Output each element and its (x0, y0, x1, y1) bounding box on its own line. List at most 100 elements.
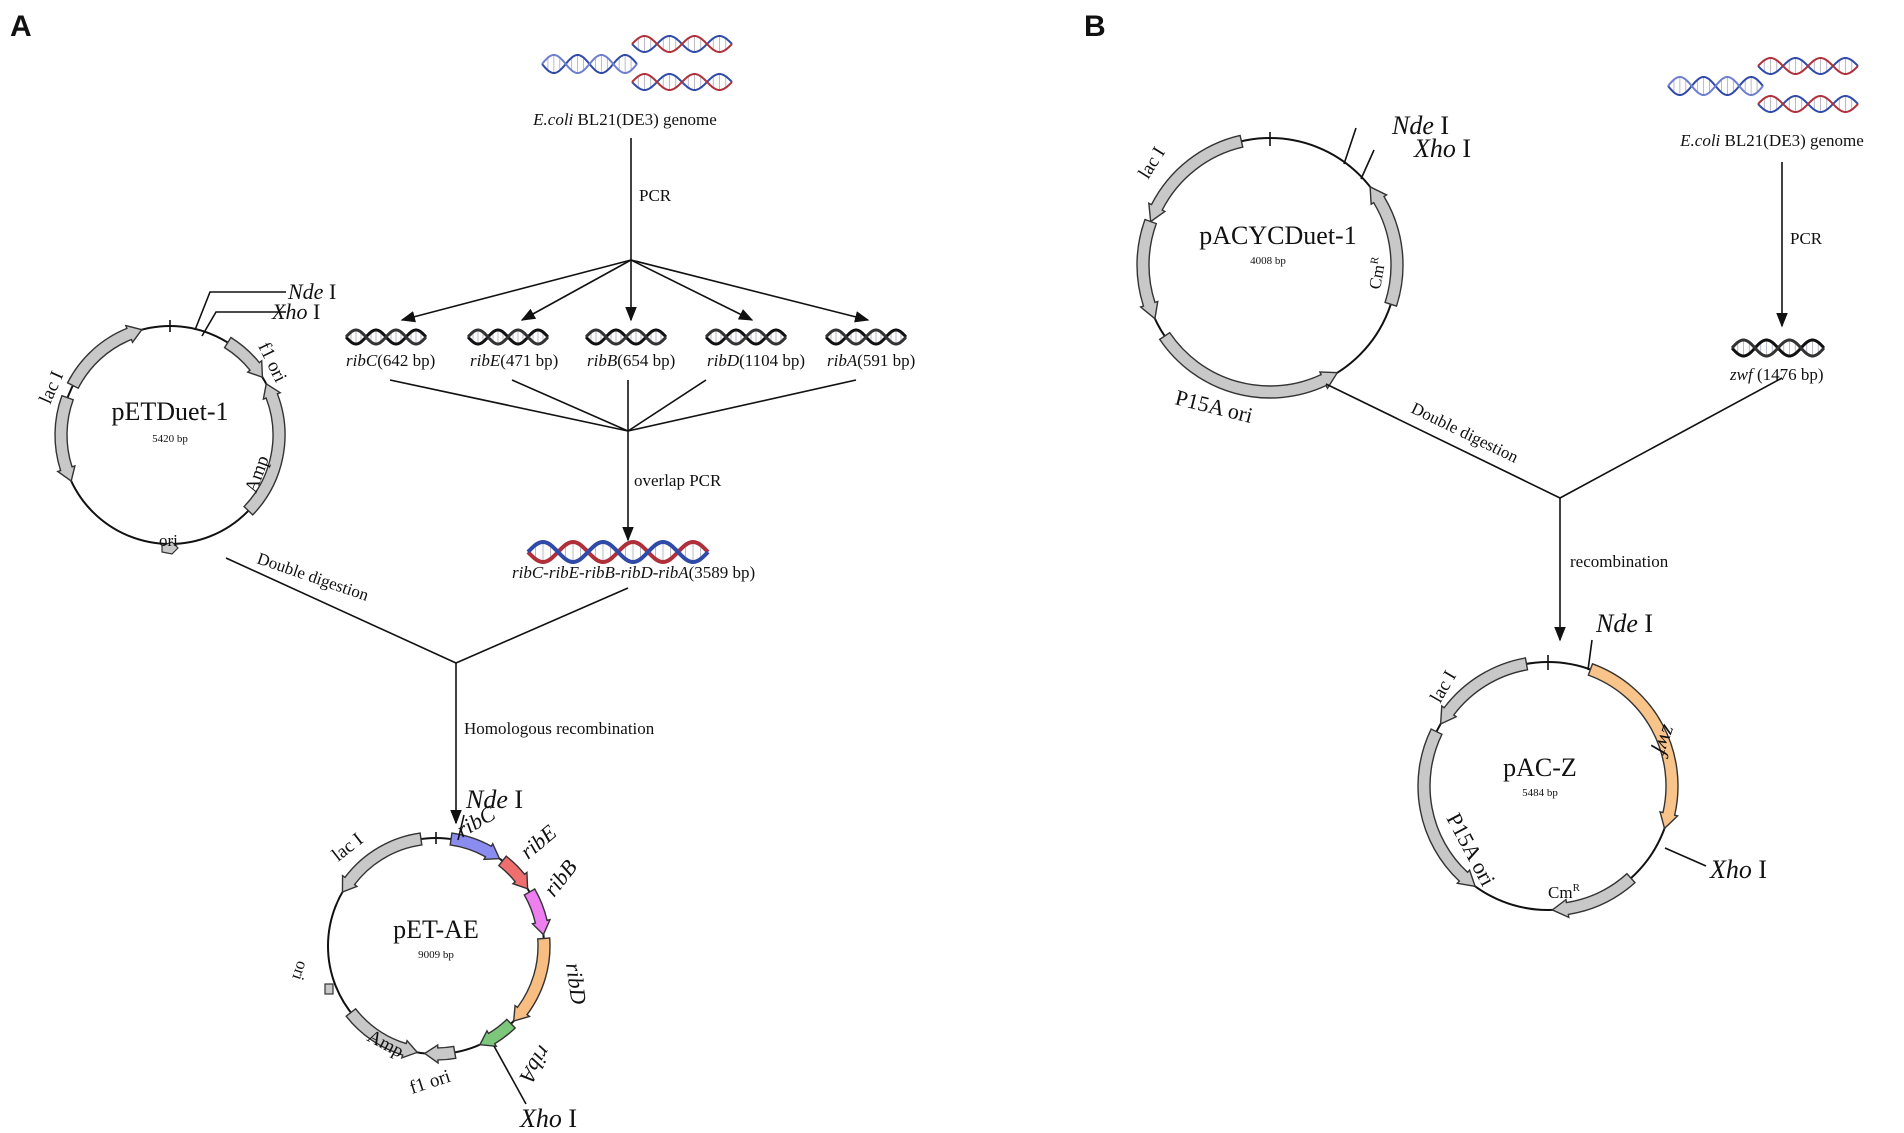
feature-arrow-laci-pac-z (1439, 657, 1529, 726)
digestion-line-a (225, 557, 457, 664)
plasmid-petduet1: Nde I Xho I pETDuet-1 5420 bp lac I f1 o… (35, 279, 336, 555)
feature-ori-a: ori (159, 531, 178, 550)
merge-line-ribc (389, 379, 629, 432)
feature-arrow-laci-pet-ae (341, 832, 423, 894)
feature-ori-pet-ae: ori (288, 959, 312, 983)
plasmid-pac-z: Nde I Xho I pAC-Z 5484 bp lac I zwf P15A… (1417, 609, 1767, 919)
feature-arrow-laci-a-2 (54, 394, 76, 483)
feature-arrow-f1ori-pet-ae (423, 1043, 457, 1065)
feature-riba-pet-ae: ribA (515, 1041, 557, 1088)
panel-a: A E.coli BL21(DE3) genome PCR ribC(642 b… (10, 10, 915, 1133)
plasmid-pac-z-size: 5484 bp (1522, 787, 1558, 799)
genome-label-b: E.coli BL21(DE3) genome (1679, 131, 1864, 150)
site-line-xhoi-pet-ae (493, 1045, 527, 1105)
feature-amp-pet-ae: Amp (364, 1026, 407, 1062)
feature-arrow-f1ori-a (223, 336, 264, 379)
plasmid-pet-ae-size: 9009 bp (418, 949, 454, 961)
feature-ribe-pet-ae: ribE (515, 819, 561, 864)
feature-f1ori-pet-ae: f1 ori (407, 1066, 453, 1099)
feature-arrow-ribe-pet-ae (497, 855, 529, 890)
plasmid-pacycduet1-features (1136, 134, 1404, 399)
helixB-upper-strand-2 (1757, 57, 1859, 75)
site-label-xhoi-b: Xho I (1413, 134, 1471, 163)
gene-fragments-a (344, 328, 908, 346)
feature-arrow-ori-pet-ae (324, 983, 334, 995)
site-label-ndei-b: Nde I (1391, 111, 1449, 140)
operon-label: ribC-ribE-ribB-ribD-ribA(3589 bp) (512, 563, 755, 582)
site-line-xhoi-a (201, 311, 286, 337)
site-label-xhoi-pet-ae: Xho I (519, 1104, 577, 1133)
feature-cm-b: CmR (1364, 255, 1389, 291)
helixA-lower-strand-2 (631, 73, 733, 91)
gene-label-zwf: zwf (1476 bp) (1729, 365, 1824, 384)
merge-line-ribe (511, 379, 629, 432)
plasmid-petduet1-features (54, 324, 286, 555)
gene-label-ribd: ribD(1104 bp) (707, 351, 805, 370)
overlap-pcr-label: overlap PCR (634, 471, 722, 490)
operon-strand-2 (526, 539, 710, 565)
genome-label-a: E.coli BL21(DE3) genome (532, 110, 717, 129)
feature-ribd-pet-ae: ribD (561, 961, 592, 1006)
plasmid-pet-ae-name: pET-AE (393, 915, 479, 944)
feature-arrow-ori-a (161, 541, 179, 555)
gene-fragment-zwf (1730, 338, 1826, 358)
feature-arrow-p15aori-b (1158, 331, 1339, 399)
feature-arrow-laci-b (1147, 134, 1244, 223)
feature-arrow-ribd-pet-ae (512, 937, 551, 1022)
panel-b: B E.coli BL21(DE3) genome PCR zwf (1476 … (1084, 10, 1864, 919)
operon-line-a (455, 587, 629, 664)
panel-b-letter: B (1084, 10, 1106, 43)
plasmid-pet-ae-features (324, 832, 552, 1065)
site-line-ndei-pac-z (1587, 639, 1593, 671)
feature-arrow-zwf-pac-z (1587, 662, 1680, 830)
pcr-arrow-riba (630, 259, 870, 323)
pcr-label-a: PCR (639, 186, 672, 205)
genome-helix-icon-a (541, 35, 733, 91)
merge-line-ribd (627, 379, 707, 432)
feature-arrow-riba-pet-ae (478, 1018, 517, 1048)
genome-helix-icon-b (1667, 57, 1859, 113)
site-line-ndei-b (1343, 127, 1357, 165)
frag-ribd-strand-2 (704, 328, 788, 346)
homologous-recombination-label: Homologous recombination (464, 719, 655, 738)
site-label-ndei-pac-z: Nde I (1595, 609, 1653, 638)
pcr-arrow-ribd (630, 259, 754, 321)
gene-label-riba: ribA(591 bp) (827, 351, 915, 370)
helixA-left-strand-2 (541, 54, 638, 74)
site-line-ndei-pet-ae (457, 814, 465, 841)
plasmid-petduet1-name: pETDuet-1 (112, 397, 229, 426)
digestion-line-b (1325, 383, 1561, 499)
site-label-xhoi-pac-z: Xho I (1709, 855, 1767, 884)
feature-arrow-ribc-pet-ae (449, 832, 501, 861)
pcr-label-b: PCR (1790, 229, 1823, 248)
feature-laci-b: lac I (1134, 143, 1169, 182)
frag-riba-strand-2 (824, 328, 908, 346)
plasmid-pac-z-name: pAC-Z (1503, 753, 1577, 782)
feature-arrow-amp-pet-ae (345, 1007, 419, 1060)
site-line-xhoi-b (1360, 149, 1375, 180)
plasmid-pacycduet1-name: pACYCDuet-1 (1199, 221, 1356, 250)
operon-helix-icon (526, 539, 710, 565)
site-label-xhoi-a: Xho I (271, 299, 320, 324)
feature-arrow-p15aori-pac-z (1417, 728, 1477, 888)
merge-line-riba (627, 379, 857, 432)
feature-arrow-laci-a (66, 324, 143, 390)
plasmid-pac-z-features (1417, 657, 1680, 919)
plasmid-pacycduet1-size: 4008 bp (1250, 255, 1286, 267)
frag-ribe-strand-2 (466, 328, 550, 346)
frag-zwf-strand-2 (1730, 338, 1826, 358)
frag-ribc-strand-2 (344, 328, 428, 346)
frag-ribb-strand-2 (584, 328, 668, 346)
gene-label-ribc: ribC(642 bp) (346, 351, 435, 370)
double-digestion-label-a: Double digestion (255, 549, 372, 605)
site-line-ndei-a (194, 291, 286, 331)
site-label-ndei-a: Nde I (287, 279, 336, 304)
panel-a-letter: A (10, 10, 32, 43)
plasmid-petduet1-size: 5420 bp (152, 433, 188, 445)
zwf-line-b (1559, 377, 1783, 499)
plasmid-pet-ae: Nde I Xho I pET-AE 9009 bp lac I ribC ri… (288, 785, 591, 1133)
feature-arrow-amp-a (243, 382, 286, 516)
pcr-arrow-ribe (520, 259, 632, 321)
pcr-arrow-ribc (400, 259, 632, 323)
